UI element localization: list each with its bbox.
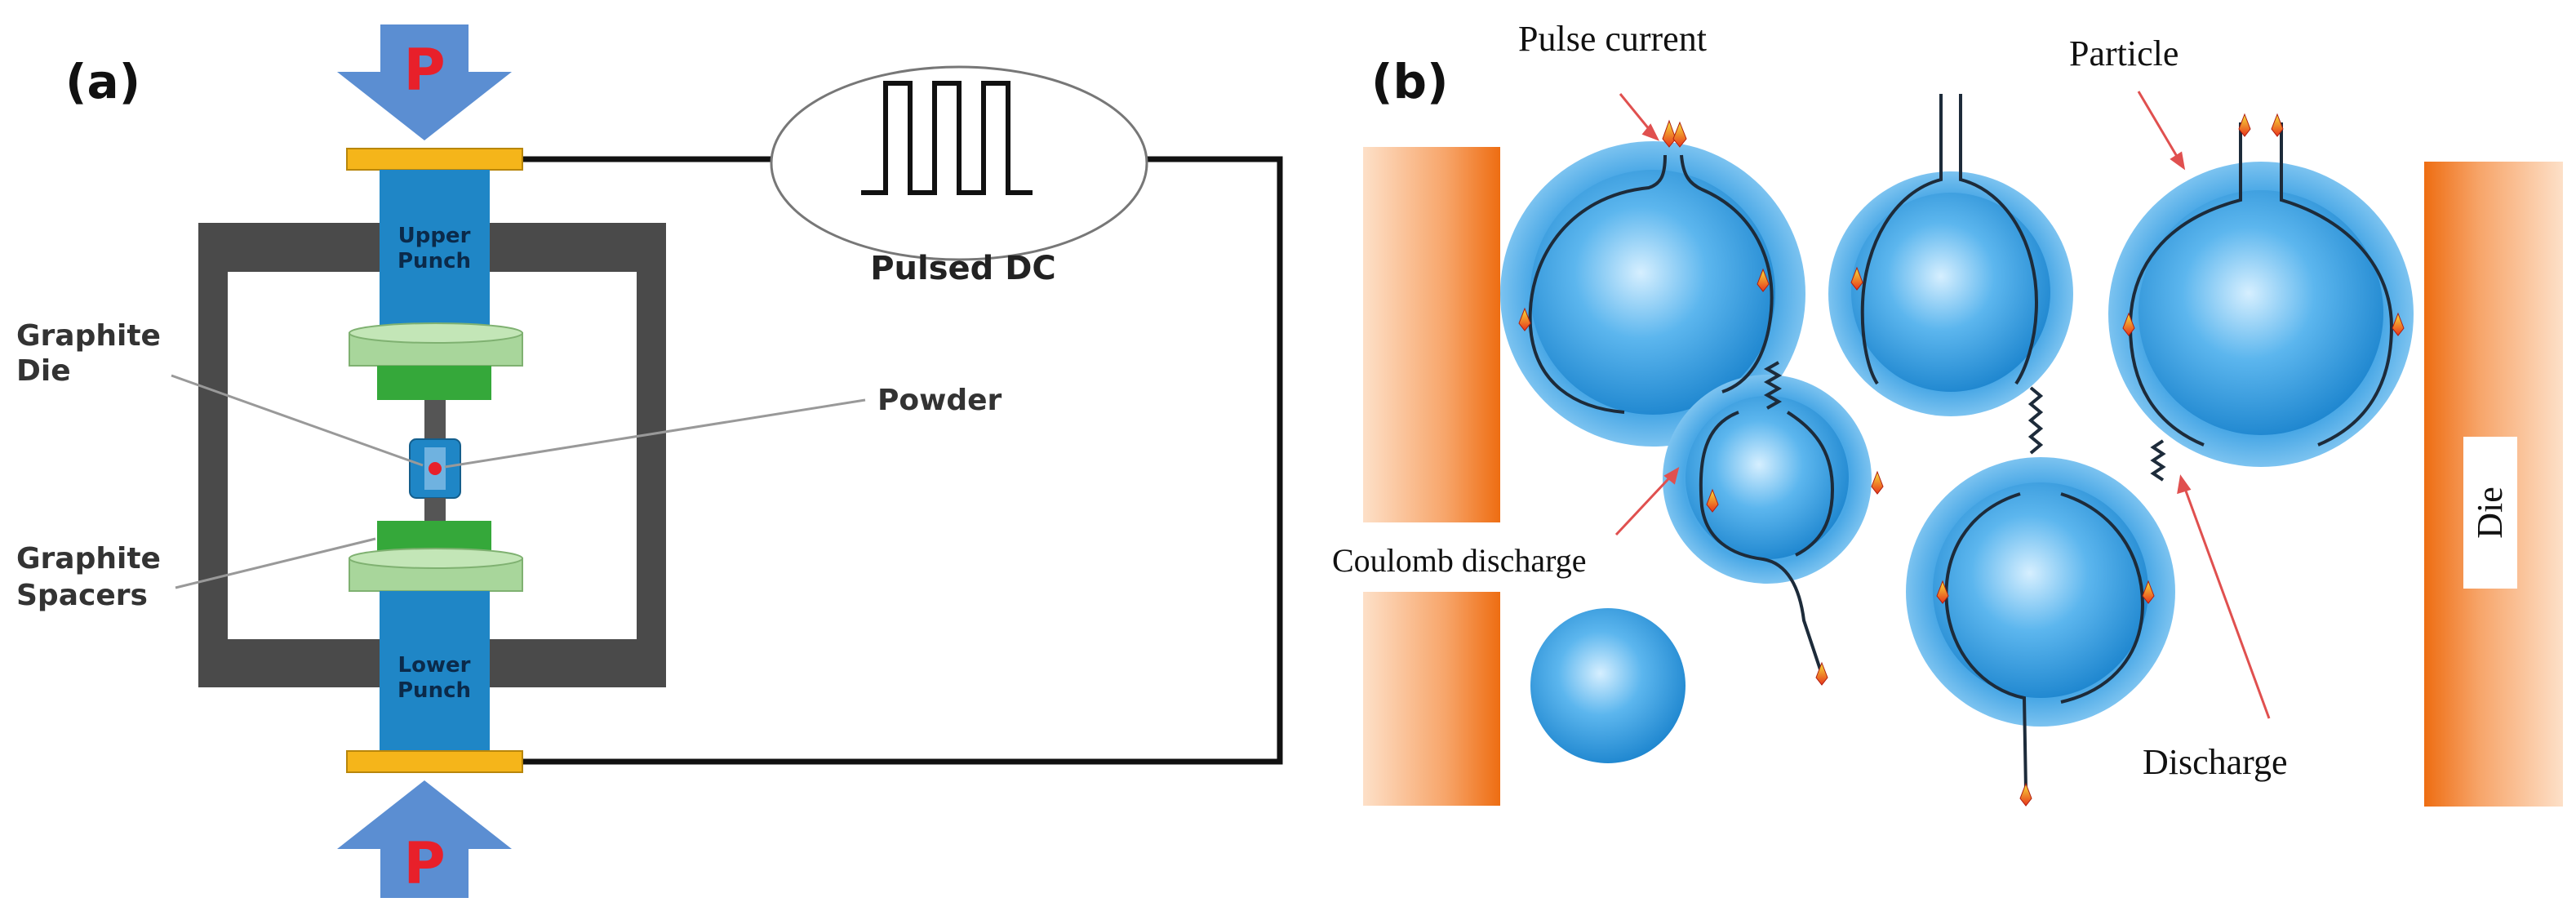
graphite-spacers-label-line2: Spacers	[16, 579, 148, 612]
top-electrode-pad	[346, 148, 523, 171]
square-wave-icon	[861, 81, 1033, 195]
die-label-box	[2463, 437, 2517, 589]
particle-4	[1663, 375, 1872, 584]
upper-punch-label-line2: Punch	[398, 249, 471, 273]
lower-punch-label-line2: Punch	[398, 678, 471, 703]
bottom-pressure-arrow: P	[337, 780, 512, 898]
lower-rod	[424, 498, 446, 522]
upper-graphite-block	[377, 366, 491, 400]
die-label: Die	[2470, 487, 2510, 539]
graphite-spacers-label-line1: Graphite	[16, 542, 161, 576]
panel-b: (b) Die	[1332, 19, 2563, 807]
pressure-top-label: P	[403, 37, 445, 104]
graphite-die-label-line1: Graphite	[16, 319, 161, 353]
upper-punch-label-line1: Upper	[398, 224, 471, 248]
panel-a-label: (a)	[65, 54, 140, 109]
particle-label: Particle	[2069, 33, 2178, 73]
lower-graphite-spacer	[349, 548, 523, 592]
die-left-upper	[1363, 147, 1500, 522]
callout-lines	[171, 374, 866, 589]
graphite-die-label-line2: Die	[16, 354, 71, 388]
bottom-electrode-pad	[346, 750, 523, 773]
current-paths	[1528, 94, 2394, 791]
pressure-bottom-label: P	[403, 830, 445, 897]
powder-sample	[429, 462, 442, 475]
coulomb-discharge-label: Coulomb discharge	[1332, 542, 1586, 579]
top-pressure-arrow: P	[337, 24, 512, 140]
circuit-wire	[522, 156, 1283, 765]
pointer-arrows	[1614, 91, 2271, 719]
upper-graphite-spacer	[349, 322, 523, 367]
pulse-current-label: Pulse current	[1518, 19, 1707, 59]
discharge-label: Discharge	[2143, 742, 2288, 782]
powder-label: Powder	[877, 384, 1002, 417]
particle-6	[1530, 608, 1686, 763]
die-left-lower	[1363, 592, 1500, 806]
particle-3	[2108, 162, 2414, 467]
lower-punch-label-line1: Lower	[398, 653, 471, 678]
pulsed-dc-label: Pulsed DC	[870, 250, 1056, 287]
particle-2	[1828, 171, 2073, 416]
upper-rod	[424, 400, 446, 442]
panel-a: (a) Pulsed DC P Upper	[16, 24, 1283, 898]
lower-punch	[380, 591, 490, 751]
graphite-die	[409, 438, 461, 499]
pulsed-dc-source: Pulsed DC	[770, 65, 1148, 287]
panel-b-label: (b)	[1371, 54, 1449, 109]
spark-markers	[1518, 113, 2405, 807]
upper-punch	[380, 170, 490, 329]
